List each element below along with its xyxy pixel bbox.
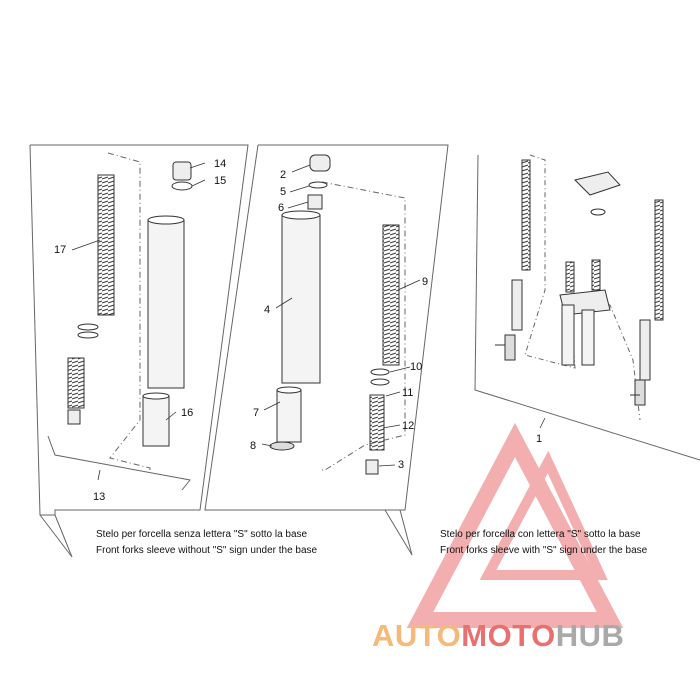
spring-12 — [369, 394, 385, 451]
fork-sleeve-7 — [276, 389, 302, 443]
left-panel-frame — [29, 144, 249, 558]
right-panel-frame — [474, 154, 700, 461]
bushing — [67, 409, 81, 425]
watermark-text-auto: AUTO — [372, 618, 462, 653]
spring-17 — [97, 174, 115, 316]
left-panel-parts — [47, 152, 193, 491]
callout-13: 13 — [93, 491, 105, 503]
fork-cap-14 — [172, 161, 192, 181]
top-yoke — [574, 171, 621, 196]
caption-left-english: Front forks sleeve without "S" sign unde… — [96, 545, 318, 556]
bushing-3 — [365, 459, 379, 475]
middle-panel-parts — [269, 154, 406, 475]
fork-cap-2 — [309, 154, 331, 172]
callout-8: 8 — [250, 440, 256, 452]
fork-tube-4 — [281, 214, 321, 384]
callout-17: 17 — [54, 244, 66, 256]
callout-6: 6 — [278, 202, 284, 214]
callout-15: 15 — [214, 175, 226, 187]
watermark-logo — [406, 422, 624, 628]
spring-9 — [382, 224, 400, 366]
caption-left-italian: Stelo per forcella senza lettera "S" sot… — [96, 529, 308, 540]
ring — [77, 323, 99, 331]
callout-12: 12 — [402, 420, 414, 432]
leader-lines — [71, 162, 546, 481]
middle-panel-frame — [204, 144, 449, 556]
caption-right-english: Front forks sleeve with "S" sign under t… — [440, 545, 648, 556]
right-panel-parts — [495, 154, 664, 421]
spring-short — [67, 357, 85, 409]
watermark-text: AUTOMOTOHUB — [372, 618, 624, 654]
callout-16: 16 — [181, 407, 193, 419]
fork-sleeve-16 — [142, 395, 170, 447]
o-ring-15 — [171, 181, 193, 191]
callout-9: 9 — [422, 276, 428, 288]
callout-1: 1 — [536, 433, 542, 445]
o-ring-5 — [308, 181, 328, 189]
callout-3: 3 — [398, 459, 404, 471]
watermark-text-moto: MOTO — [461, 618, 556, 653]
callout-4: 4 — [264, 304, 270, 316]
callout-numbers: 1 2 3 4 5 6 7 8 9 10 11 12 13 14 15 16 1… — [54, 158, 542, 503]
callout-14: 14 — [214, 158, 226, 170]
watermark-text-hub: HUB — [555, 618, 625, 653]
fork-tube — [147, 219, 185, 389]
callout-2: 2 — [280, 169, 286, 181]
fork-leg-left — [521, 159, 531, 271]
caption-right-italian: Stelo per forcella con lettera "S" sotto… — [440, 529, 641, 540]
washer-8 — [269, 441, 295, 451]
callout-10: 10 — [410, 361, 422, 373]
fork-leg-right — [654, 199, 664, 321]
callout-11: 11 — [402, 387, 413, 399]
callout-7: 7 — [253, 407, 259, 419]
bushing-6 — [307, 194, 323, 210]
callout-5: 5 — [280, 186, 286, 198]
ring-10 — [370, 368, 390, 376]
